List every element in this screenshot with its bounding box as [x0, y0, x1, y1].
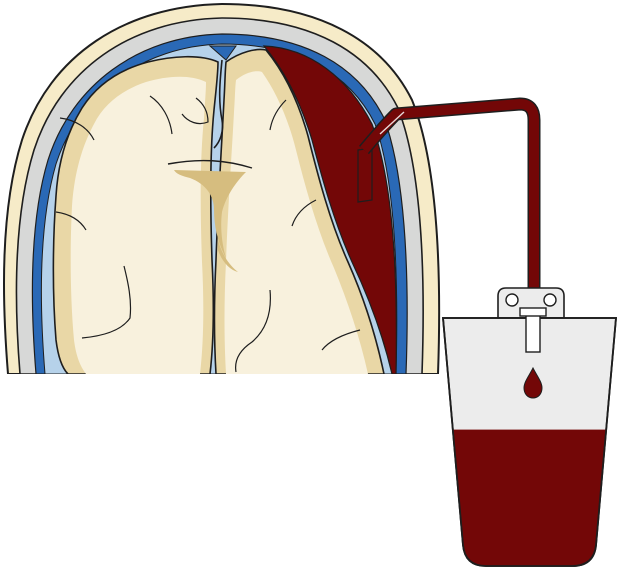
bag-inlet — [526, 312, 540, 352]
collected-blood — [440, 430, 618, 566]
head-cross-section — [4, 4, 439, 374]
drainage-bag — [440, 288, 618, 566]
